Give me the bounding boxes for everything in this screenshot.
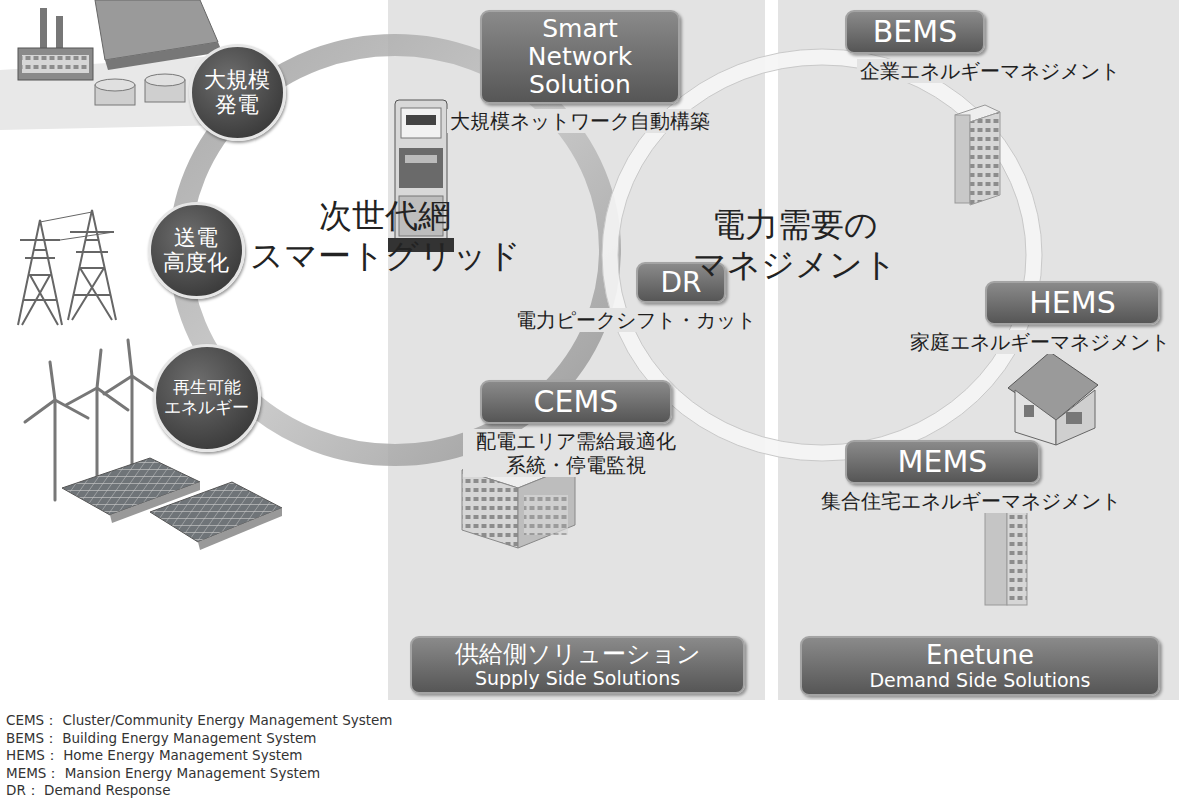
box-heading: 供給側ソリューション (455, 641, 701, 668)
box-heading: Enetune (926, 641, 1034, 670)
box-heading: BEMS (873, 15, 957, 49)
box-shape: Smart Network Solution (480, 10, 680, 104)
box-shape: BEMS (845, 10, 985, 54)
solution-box: MEMS集合住宅エネルギーマネジメント (845, 440, 1040, 513)
abbreviation-note: BEMS： Building Energy Management System (6, 730, 316, 748)
box-shape: HEMS (985, 281, 1160, 325)
circle-label: 大規模 発電 (201, 67, 274, 118)
box-shape: CEMS (480, 380, 672, 424)
footer-box: 供給側ソリューションSupply Side Solutions (410, 636, 745, 694)
office-tower (955, 105, 1000, 205)
footer-box: EnetuneDemand Side Solutions (800, 636, 1160, 696)
box-caption: 配電エリア需給最適化 系統・停電監視 (463, 429, 689, 477)
solution-box: BEMS企業エネルギーマネジメント (845, 10, 985, 83)
circle-shape: 送電 高度化 (148, 202, 245, 299)
category-circle: 送電 高度化 (148, 202, 245, 299)
abbreviation-note: CEMS： Cluster/Community Energy Managemen… (6, 712, 392, 730)
box-heading: MEMS (898, 445, 988, 479)
box-caption: 企業エネルギーマネジメント (857, 59, 1123, 83)
abbreviation-note: MEMS： Mansion Energy Management System (6, 765, 320, 783)
box-heading: HEMS (1029, 286, 1115, 320)
apartment-building (985, 500, 1027, 605)
box-heading: Smart Network Solution (494, 15, 666, 99)
demand-panel (778, 0, 1179, 700)
circle-shape: 再生可能 エネルギー (153, 344, 261, 452)
category-circle: 再生可能 エネルギー (153, 344, 261, 452)
box-caption: 集合住宅エネルギーマネジメント (818, 489, 1124, 513)
abbreviation-note: DR： Demand Response (6, 782, 170, 800)
box-caption: 電力ピークシフト・カット (513, 308, 759, 332)
circle-label: 送電 高度化 (160, 225, 233, 276)
solar-panel (62, 458, 282, 550)
circle-shape: 大規模 発電 (189, 44, 286, 141)
box-shape: MEMS (845, 440, 1040, 484)
transmission-tower (18, 210, 116, 325)
abbreviation-note: HEMS： Home Energy Management System (6, 747, 302, 765)
box-subheading: Supply Side Solutions (475, 668, 680, 689)
box-caption: 大規模ネットワーク自動構築 (447, 109, 713, 133)
box-shape: 供給側ソリューションSupply Side Solutions (410, 636, 745, 694)
house (1008, 352, 1098, 445)
ring-title: 電力需要の マネジメント (680, 205, 911, 284)
category-circle: 大規模 発電 (189, 44, 286, 141)
box-subheading: Demand Side Solutions (869, 670, 1090, 691)
solution-box: HEMS家庭エネルギーマネジメント (985, 281, 1160, 354)
box-shape: EnetuneDemand Side Solutions (800, 636, 1160, 696)
box-caption: 家庭エネルギーマネジメント (907, 330, 1173, 354)
ring-title: 次世代網 スマートグリッド (237, 196, 534, 275)
solution-box: Smart Network Solution大規模ネットワーク自動構築 (480, 10, 680, 133)
circle-label: 再生可能 エネルギー (161, 378, 253, 417)
solution-box: CEMS配電エリア需給最適化 系統・停電監視 (480, 380, 672, 477)
box-heading: CEMS (534, 385, 619, 419)
